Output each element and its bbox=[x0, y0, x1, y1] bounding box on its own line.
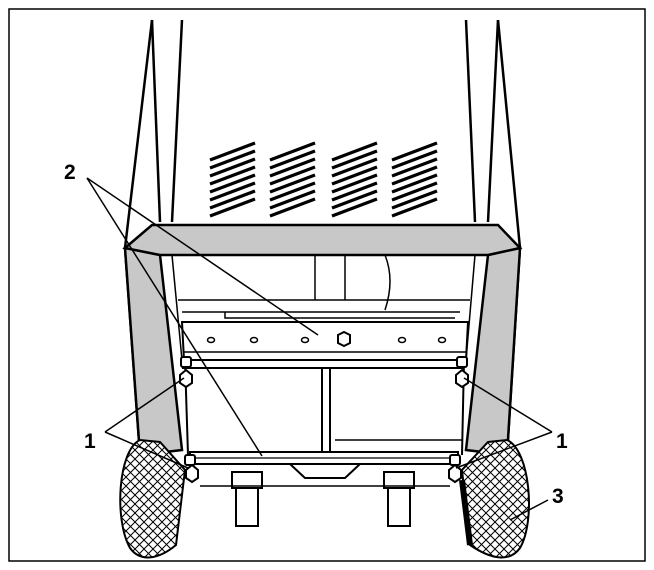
leader-1-right-a bbox=[463, 377, 553, 433]
vent-icon bbox=[209, 141, 438, 218]
knob-left-lower bbox=[184, 454, 199, 484]
callout-2: 2 bbox=[64, 161, 76, 184]
knob-icon bbox=[179, 356, 469, 484]
support-feet bbox=[200, 471, 450, 527]
border-frame bbox=[8, 8, 646, 562]
leader-3 bbox=[509, 499, 549, 521]
leader-lines bbox=[86, 177, 553, 521]
mounting-holes bbox=[206, 336, 447, 344]
wheel-icon bbox=[119, 438, 530, 559]
left-side-panel bbox=[123, 246, 184, 457]
left-wheel bbox=[119, 438, 187, 559]
leader-1-left-b bbox=[104, 431, 189, 469]
top-gray-band bbox=[122, 223, 523, 257]
callout-1-left: 1 bbox=[84, 430, 96, 453]
leader-2-a bbox=[86, 177, 319, 336]
right-side-panel bbox=[464, 246, 522, 457]
vent-group-3 bbox=[331, 141, 378, 218]
lower-frame bbox=[182, 359, 465, 479]
leader-1-left-a bbox=[104, 377, 185, 433]
vent-group-4 bbox=[391, 141, 438, 218]
center-bolt-icon bbox=[337, 330, 351, 348]
knob-right-lower bbox=[448, 454, 462, 484]
knob-right-upper bbox=[455, 356, 469, 389]
right-wheel bbox=[460, 438, 530, 559]
side-panels bbox=[122, 223, 523, 457]
knob-left-upper bbox=[179, 356, 193, 389]
leader-2-b bbox=[86, 177, 263, 457]
vent-group-2 bbox=[269, 141, 316, 218]
callout-1-right: 1 bbox=[556, 430, 568, 453]
callout-3: 3 bbox=[552, 485, 564, 508]
crossbar-plate bbox=[180, 321, 470, 361]
vent-group-1 bbox=[209, 141, 256, 218]
leader-1-right-b bbox=[455, 431, 553, 469]
